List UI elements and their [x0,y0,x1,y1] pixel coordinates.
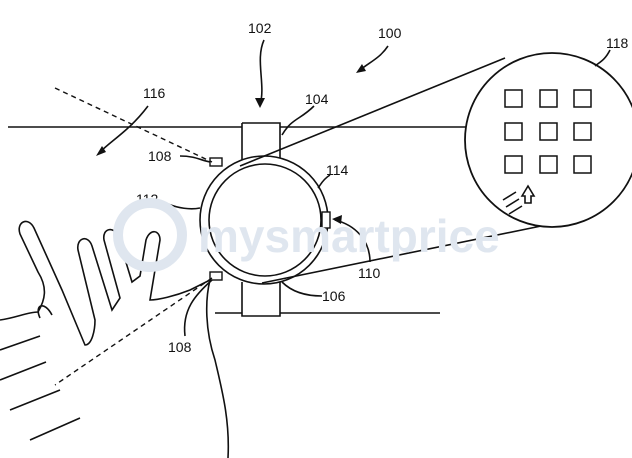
arrow-102-icon [255,98,265,108]
motion-lines [502,191,523,215]
app-icon-square [539,89,558,108]
bottom-sensor [209,271,223,281]
watermark-logo-icon [113,198,187,272]
hand [0,220,230,458]
leader-104 [281,105,315,136]
app-icon-square [573,155,592,174]
lower-lug [241,282,281,317]
app-icon-square [539,122,558,141]
label-108-bottom: 108 [168,339,192,355]
label-100: 100 [378,25,402,41]
leader-100 [359,45,389,71]
label-104: 104 [305,91,329,107]
app-icon-square [573,122,592,141]
label-118: 118 [606,35,629,51]
label-114: 114 [326,162,349,178]
app-icon-square [573,89,592,108]
app-icon-square [504,122,523,141]
arrow-110-icon [332,215,342,224]
arrow-100-icon [356,64,366,73]
leader-108-top [179,155,211,163]
label-116: 116 [143,85,166,101]
app-icon-grid [504,89,592,174]
label-108-top: 108 [148,148,172,164]
cursor-arrow-icon [520,184,536,204]
watch-display [208,163,322,277]
fingernail [37,305,53,319]
leader-102 [259,39,265,106]
label-110: 110 [358,265,381,281]
watermark-text: mysmartprice [198,210,500,262]
app-icon-square [539,155,558,174]
app-icon-square [504,89,523,108]
crown-button [321,211,331,229]
projection-line-bottom [261,224,547,284]
app-icon-square [504,155,523,174]
fov-dashed-line-top [54,87,213,163]
smartwatch [199,122,331,317]
upper-lug [241,122,281,160]
leader-108-bottom [183,279,213,337]
projection-line-top [239,57,506,167]
projected-ui-circle [464,52,632,228]
hand-motion-lines [0,335,81,441]
watermark: mysmartprice [113,198,500,272]
leader-118 [594,49,611,67]
arrow-116-icon [96,146,106,156]
label-102: 102 [248,20,272,36]
leader-106 [281,281,323,297]
leader-114 [317,174,331,189]
fov-dashed-line-bottom [54,277,213,386]
label-106: 106 [322,288,346,304]
